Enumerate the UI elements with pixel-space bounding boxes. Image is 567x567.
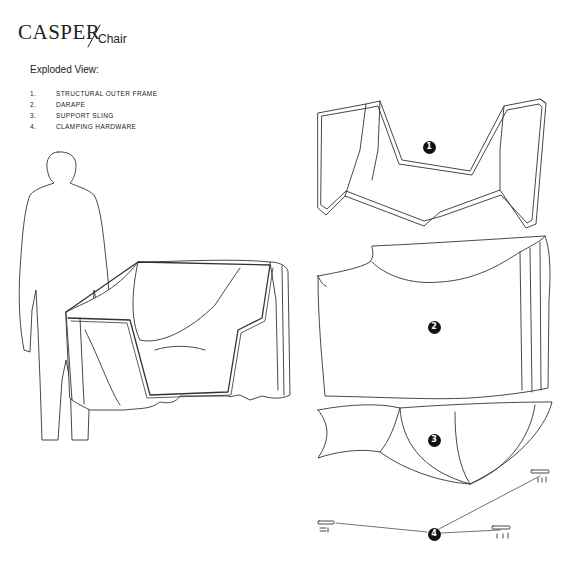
list-number: 2. <box>30 101 36 108</box>
callout-text: 1 <box>426 143 432 151</box>
callout-text: 2 <box>431 323 437 331</box>
callout-text: 4 <box>431 530 437 538</box>
callout-number: 3 <box>428 434 441 447</box>
callout-number: 4 <box>428 528 441 541</box>
part-name: STRUCTURAL OUTER FRAME <box>56 90 157 97</box>
support-sling <box>318 402 552 484</box>
section-heading: Exploded View: <box>30 64 99 75</box>
part-name: DARAPE <box>56 101 85 108</box>
structural-frame <box>318 99 546 228</box>
assembled-chair <box>66 260 290 410</box>
list-number: 4. <box>30 123 36 130</box>
logo-subtitle: Chair <box>98 32 127 46</box>
callout-number: 1 <box>423 141 436 154</box>
part-name: SUPPORT SLING <box>56 112 114 119</box>
logo-title: CASPER <box>18 20 100 45</box>
list-number: 1. <box>30 90 36 97</box>
callout-number: 2 <box>428 321 441 334</box>
part-name: CLAMPING HARDWARE <box>56 123 136 130</box>
callout-text: 3 <box>431 436 437 444</box>
drape <box>318 236 550 399</box>
list-number: 3. <box>30 112 36 119</box>
